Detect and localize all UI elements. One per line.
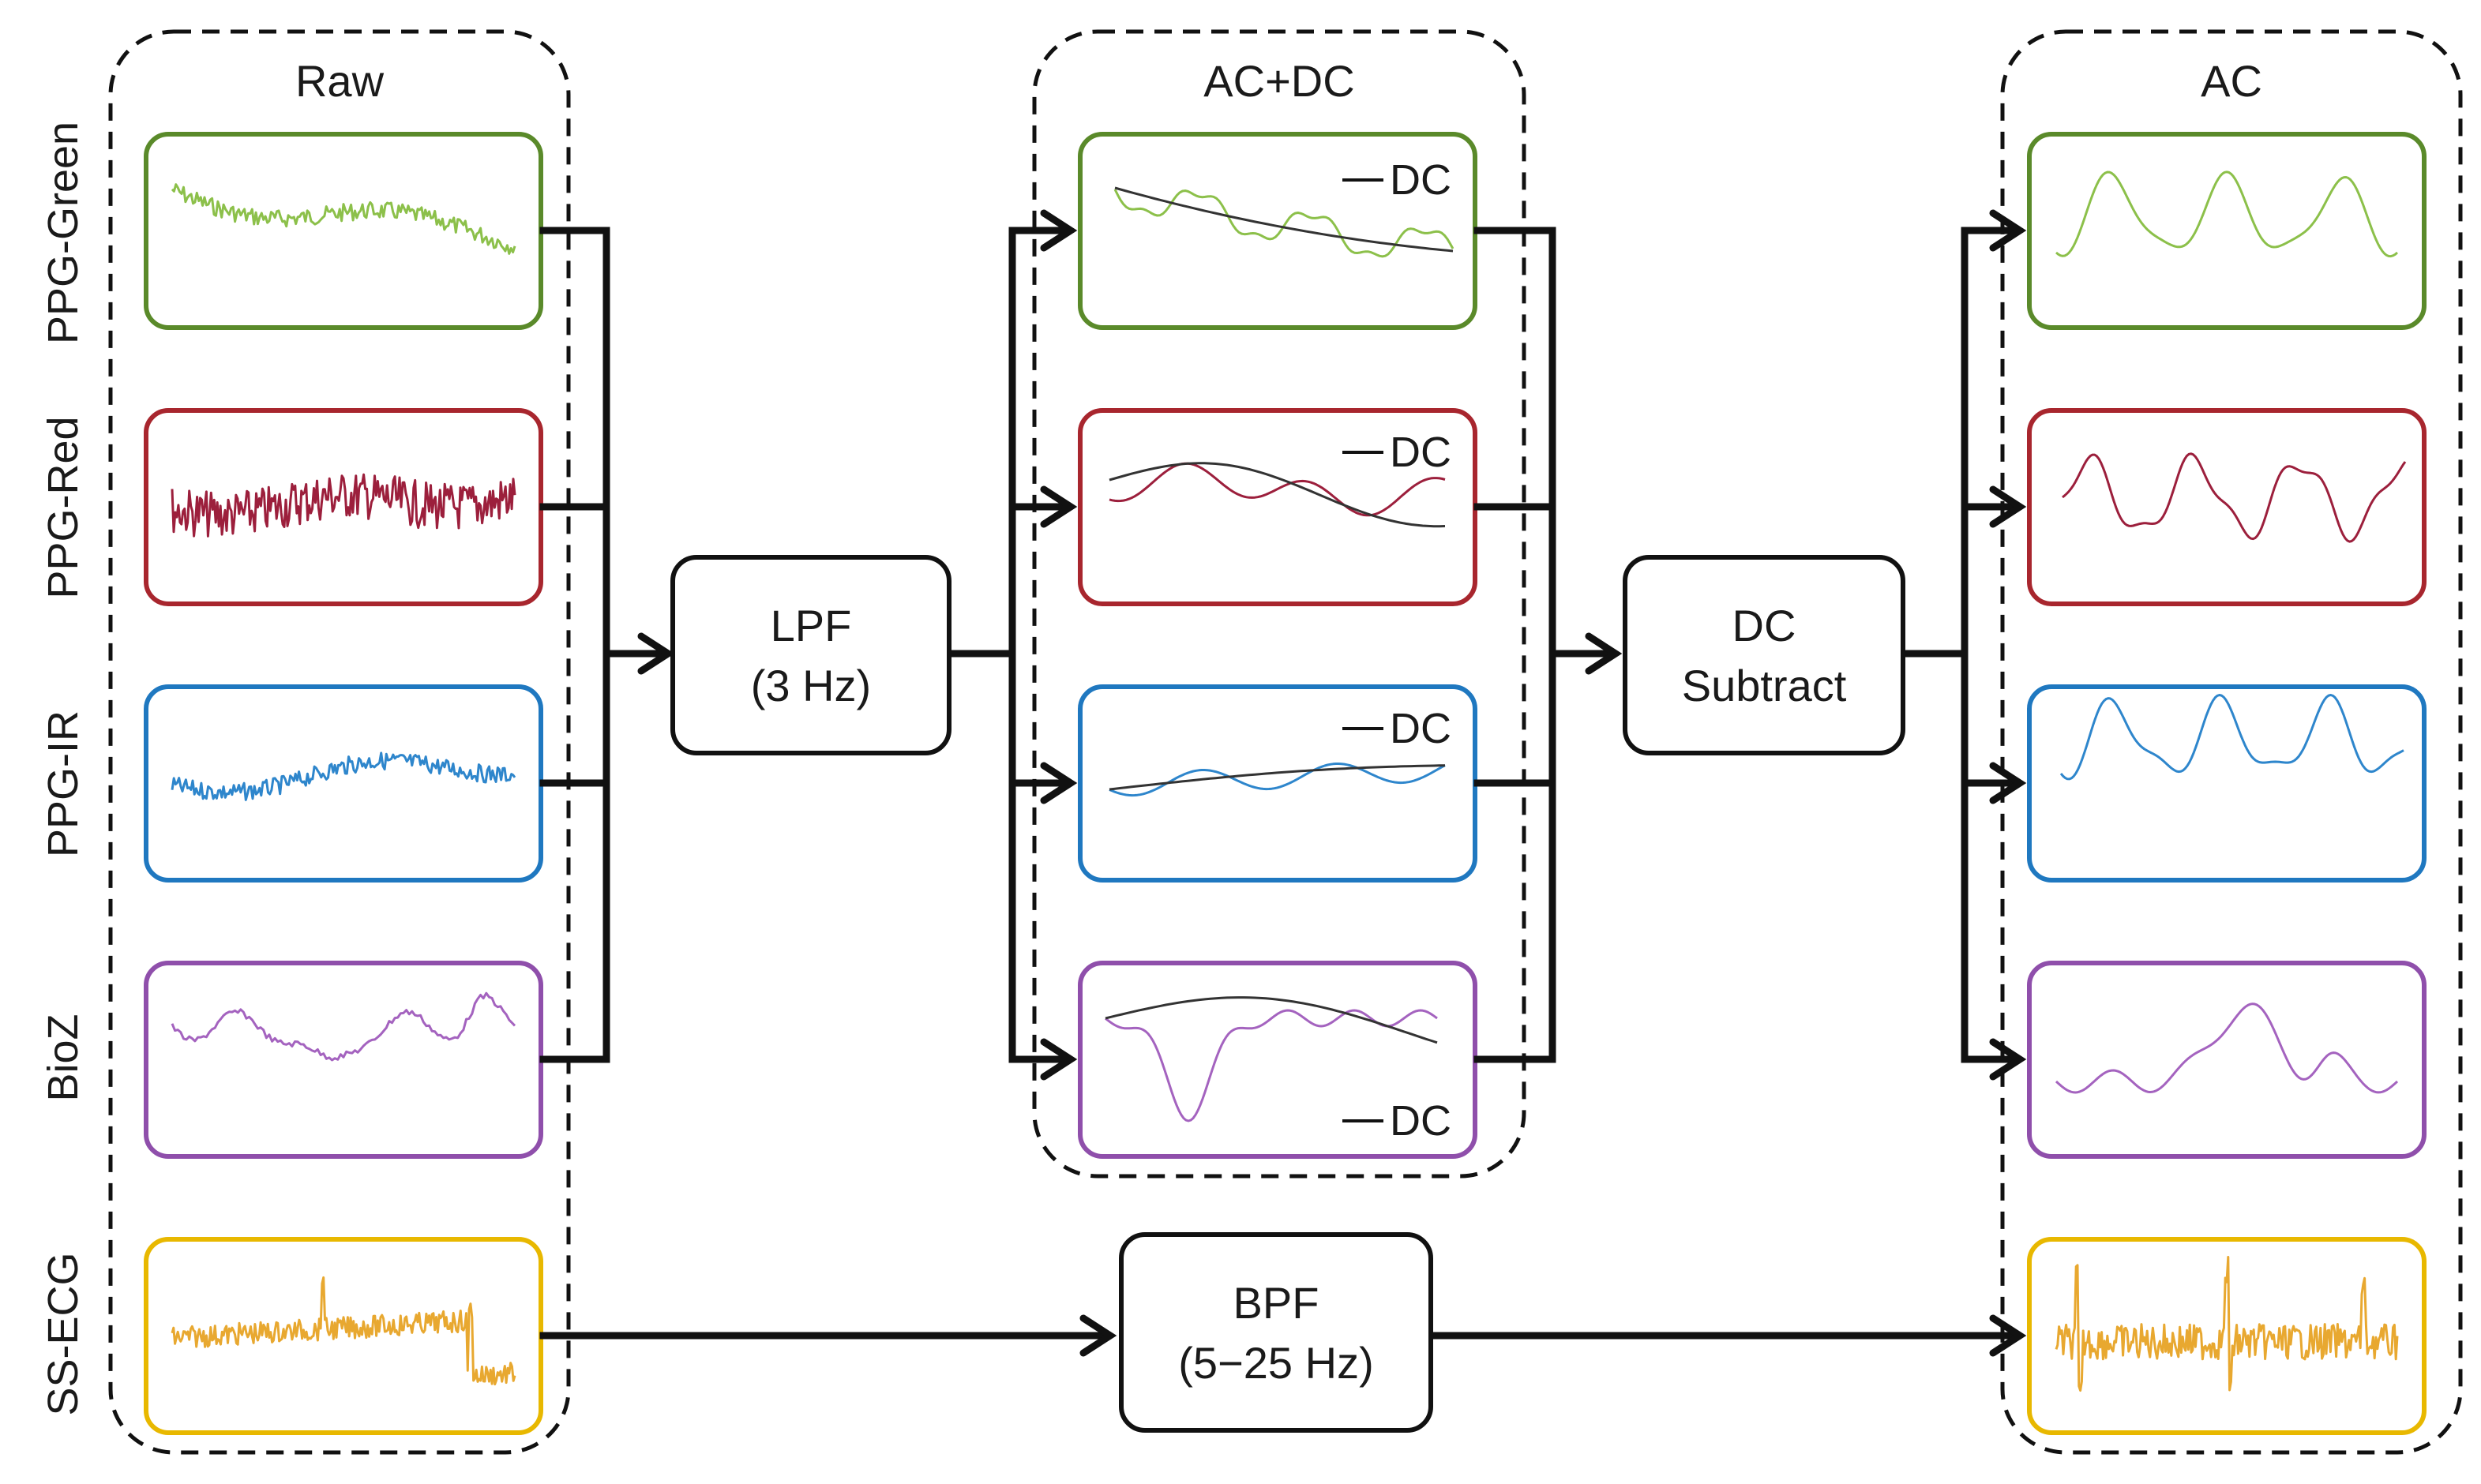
- raw-group-frame: [108, 29, 571, 1455]
- arrowhead-to-dc-subtract: [1585, 632, 1623, 675]
- channel-label-ppg-ir: PPG-IR: [39, 710, 87, 857]
- arrowhead-to-lpf: [637, 632, 675, 675]
- dc-legend-red: DC: [1342, 429, 1451, 476]
- ac-ppg-ir-panel: [2027, 684, 2427, 883]
- lpf-block: LPF (3 Hz): [670, 555, 951, 755]
- channel-label-ppg-red: PPG-Red: [39, 416, 87, 598]
- raw-group-title: Raw: [295, 56, 385, 106]
- channel-label-ss-ecg: SS-ECG: [39, 1252, 87, 1415]
- arrowhead-to-acdc-bioz: [1040, 1038, 1078, 1081]
- arrowhead-to-acdc-green: [1040, 209, 1078, 252]
- acdc-bioz-dc: [1105, 996, 1438, 1044]
- ac-ppg-red-wave: [2062, 452, 2407, 543]
- raw-ppg-ir-wave: [171, 751, 516, 801]
- arrowhead-to-ac-bioz: [1989, 1038, 2027, 1081]
- ac-ss-ecg-panel: [2027, 1237, 2427, 1435]
- acdc-ppg-ir-dc: [1109, 764, 1446, 791]
- raw-ss-ecg-wave: [171, 1276, 516, 1386]
- ac-ppg-green-wave: [2055, 171, 2398, 258]
- arrowhead-to-ac-red: [1989, 485, 2027, 528]
- raw-ppg-ir-panel: [144, 684, 543, 883]
- bpf-subtitle: (5−25 Hz): [1178, 1338, 1373, 1388]
- arrowhead-to-bpf: [1079, 1314, 1117, 1357]
- connectors: [539, 227, 2017, 1340]
- lpf-title: LPF: [771, 601, 852, 650]
- dc-legend-label: DC: [1390, 705, 1451, 752]
- dc-legend-label: DC: [1390, 1097, 1451, 1145]
- arrowhead-to-acdc-ir: [1040, 762, 1078, 804]
- dc-legend-label: DC: [1390, 429, 1451, 476]
- dc-subtract-subtitle: Subtract: [1682, 661, 1847, 710]
- bpf-block: BPF (5−25 Hz): [1119, 1232, 1433, 1433]
- lpf-subtitle: (3 Hz): [751, 661, 871, 710]
- acdc-ppg-red-wave: [1109, 462, 1446, 517]
- channel-label-bioz: BioZ: [39, 1014, 87, 1101]
- dc-subtract-title: DC: [1732, 601, 1796, 650]
- ac-group-frame: [2000, 29, 2463, 1455]
- arrowheads: [637, 209, 2027, 1357]
- acdc-group-title: AC+DC: [1203, 56, 1354, 106]
- ac-ppg-ir-wave: [2059, 694, 2404, 781]
- ac-group-title: AC: [2201, 56, 2262, 106]
- ac-ppg-red-panel: [2027, 408, 2427, 606]
- dc-legend-green: DC: [1342, 156, 1451, 204]
- raw-bioz-panel: [144, 961, 543, 1159]
- bpf-title: BPF: [1233, 1278, 1319, 1328]
- raw-ppg-red-wave: [171, 473, 516, 538]
- ac-ss-ecg-wave: [2055, 1256, 2399, 1392]
- raw-ppg-green-wave: [171, 183, 516, 255]
- ac-ppg-green-panel: [2027, 132, 2427, 330]
- dc-subtract-block: DC Subtract: [1623, 555, 1905, 755]
- dc-legend-bioz: DC: [1342, 1097, 1451, 1145]
- raw-bioz-wave: [171, 991, 516, 1062]
- dc-legend-label: DC: [1390, 156, 1451, 204]
- channel-label-ppg-green: PPG-Green: [39, 122, 87, 344]
- acdc-ppg-red-dc: [1109, 462, 1446, 528]
- ac-bioz-wave: [2055, 1002, 2399, 1094]
- arrowhead-to-ac-green: [1989, 209, 2027, 252]
- arrowhead-to-acdc-red: [1040, 485, 1078, 528]
- arrowhead-to-ac-ir: [1989, 762, 2027, 804]
- acdc-ppg-green-dc: [1114, 186, 1454, 253]
- arrowhead-to-ac-ecg: [1989, 1314, 2027, 1357]
- acdc-group-frame: [1032, 29, 1526, 1179]
- waveforms-layer: [171, 171, 2407, 1392]
- dc-legend-ir: DC: [1342, 705, 1451, 752]
- ac-bioz-panel: [2027, 961, 2427, 1159]
